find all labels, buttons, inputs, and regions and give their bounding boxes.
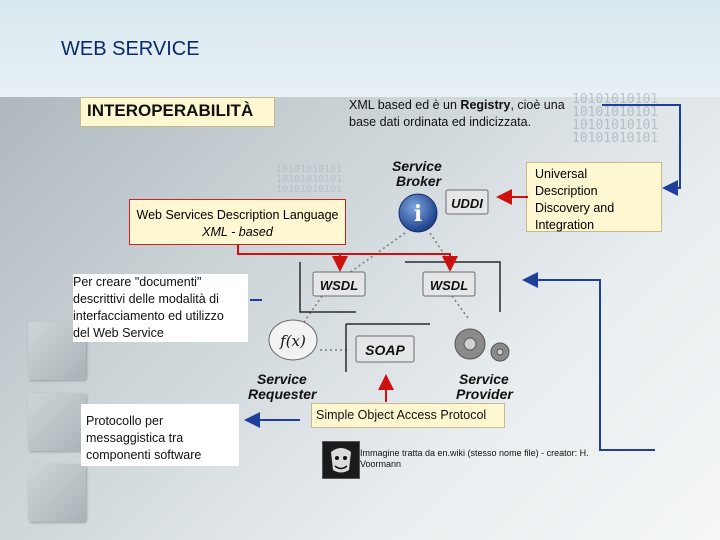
image-credit: Immagine tratta da en.wiki (stesso nome …: [360, 448, 650, 470]
credit-line2: Voormann: [360, 459, 402, 469]
registry-note-line1-pre: XML based ed è un: [349, 98, 461, 112]
decor-tile-3: [28, 464, 86, 522]
slide-title: WEB SERVICE: [61, 38, 200, 60]
wsdl-expansion-box: Web Services Description Language XML - …: [129, 199, 346, 245]
registry-note-bold: Registry: [460, 98, 511, 112]
wsdl-note-line1: Per creare "documenti": [73, 275, 202, 289]
wsdl-note-line3: interfacciamento ed utilizzo: [73, 309, 224, 323]
decor-tile-2: [28, 393, 86, 451]
uddi-expansion-line4: Integration: [535, 218, 595, 232]
soap-note-line3: componenti software: [86, 448, 202, 462]
header-band: [0, 0, 720, 97]
uddi-expansion-line3: Discovery and: [535, 201, 615, 215]
uddi-expansion-box: Universal Description Discovery and Inte…: [526, 162, 662, 232]
wsdl-expansion-line1: Web Services Description Language: [136, 208, 339, 222]
wsdl-note-line2: descrittivi delle modalità di: [73, 292, 219, 306]
binary-pattern-mid: 10101010101 10101010101 10101010101: [276, 164, 343, 195]
registry-note-line1-post: , cioè una: [510, 98, 565, 112]
wsdl-expansion-line2: XML - based: [202, 225, 273, 239]
uddi-expansion-line2: Description: [535, 184, 598, 198]
credit-line1: Immagine tratta da en.wiki (stesso nome …: [360, 448, 589, 458]
registry-note: XML based ed è un Registry, cioè una bas…: [349, 97, 609, 131]
soap-note: Protocollo per messaggistica tra compone…: [81, 404, 239, 466]
soap-expansion-box: Simple Object Access Protocol: [311, 403, 505, 428]
wsdl-note-line4: del Web Service: [73, 326, 164, 340]
interoperability-label: INTEROPERABILITÀ: [80, 97, 275, 127]
gnu-logo: [322, 441, 360, 479]
soap-note-line1: Protocollo per: [86, 414, 164, 428]
uddi-expansion-line1: Universal: [535, 167, 588, 181]
registry-note-line2: base dati ordinata ed indicizzata.: [349, 115, 532, 129]
wsdl-note: Per creare "documenti" descrittivi delle…: [73, 274, 248, 342]
soap-note-line2: messaggistica tra: [86, 431, 184, 445]
